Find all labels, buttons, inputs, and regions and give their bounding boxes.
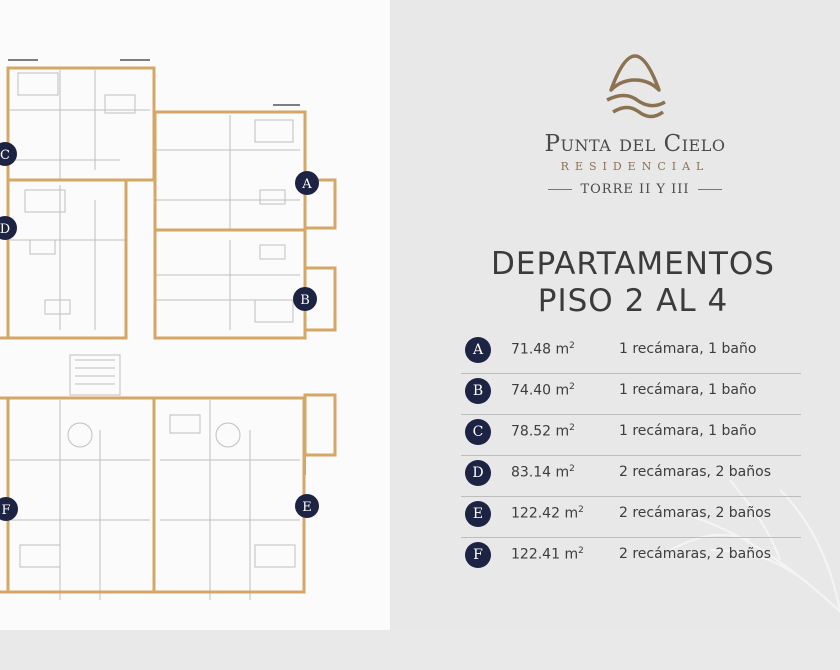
unit-row-e: E 122.42 m2 2 recámaras, 2 baños [461,497,801,538]
unit-area-unit: m [564,505,579,522]
page-title: DEPARTAMENTOS PISO 2 AL 4 [458,246,808,320]
unit-area-exponent: 2 [578,505,584,515]
plan-badge-d: D [0,216,17,240]
unit-area-exponent: 2 [578,546,584,556]
unit-area-exponent: 2 [569,464,575,474]
unit-area-unit: m [555,423,570,440]
plan-badge-f: F [0,497,18,521]
unit-area-unit: m [555,382,570,399]
unit-badge: C [465,419,491,445]
svg-text:F: F [1,503,10,518]
unit-description: 2 recámaras, 2 baños [619,464,771,480]
plan-badge-c: C [0,142,17,166]
unit-badge: D [465,460,491,486]
title-line-2: PISO 2 AL 4 [537,283,729,319]
plan-badge-a: A [295,171,319,195]
svg-text:E: E [302,500,312,515]
unit-area-exponent: 2 [569,423,575,433]
unit-area-unit: m [564,546,579,563]
unit-area-exponent: 2 [569,382,575,392]
divider-left [548,189,573,190]
plan-badge-e: E [295,494,319,518]
divider-right [697,189,722,190]
unit-badge: E [465,501,491,527]
unit-area-value: 74.40 [511,382,556,399]
unit-area-value: 71.48 [511,341,556,358]
floor-plan-drawing [0,59,337,600]
unit-description: 1 recámara, 1 baño [619,423,757,439]
unit-row-a: A 71.48 m2 1 recámara, 1 baño [461,333,801,374]
unit-description: 1 recámara, 1 baño [619,382,757,398]
unit-area-value: 83.14 [511,464,556,481]
unit-area-value: 122.41 [511,546,565,563]
unit-area-value: 78.52 [511,423,556,440]
unit-description: 2 recámaras, 2 baños [619,546,771,562]
unit-row-d: D 83.14 m2 2 recámaras, 2 baños [461,456,801,497]
svg-text:C: C [0,148,10,163]
title-line-1: DEPARTAMENTOS [491,246,775,282]
unit-area-value: 122.42 [511,505,565,522]
unit-area: 122.41 m2 [511,546,584,563]
unit-area-unit: m [555,341,570,358]
unit-row-b: B 74.40 m2 1 recámara, 1 baño [461,374,801,415]
floor-plan: A B C D E F [0,0,390,630]
unit-area: 78.52 m2 [511,423,575,440]
unit-area: 71.48 m2 [511,341,575,358]
punta-del-cielo-logo-icon [606,54,666,119]
unit-badge: F [465,542,491,568]
svg-text:D: D [0,222,10,237]
unit-row-f: F 122.41 m2 2 recámaras, 2 baños [461,538,801,578]
plan-badges: A B C D E F [0,142,319,521]
unit-description: 1 recámara, 1 baño [619,341,757,357]
unit-area-unit: m [555,464,570,481]
brand-subtitle: RESIDENCIAL [560,160,710,173]
brand-name: Punta del Cielo [544,131,726,157]
info-panel [390,0,840,630]
unit-badge: A [465,337,491,363]
unit-area: 74.40 m2 [511,382,575,399]
unit-badge: B [465,378,491,404]
svg-text:B: B [300,293,310,308]
unit-row-c: C 78.52 m2 1 recámara, 1 baño [461,415,801,456]
unit-description: 2 recámaras, 2 baños [619,505,771,521]
unit-area-exponent: 2 [569,341,575,351]
plan-badge-b: B [293,287,317,311]
unit-area: 83.14 m2 [511,464,575,481]
tower-label: TORRE II Y III [548,182,722,197]
unit-area: 122.42 m2 [511,505,584,522]
svg-text:A: A [301,177,312,192]
tower-text: TORRE II Y III [580,182,690,197]
